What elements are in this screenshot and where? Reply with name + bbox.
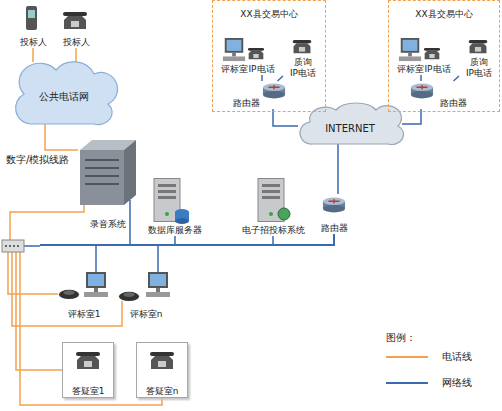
phone-wire xyxy=(12,252,122,326)
node-label: 投标人 xyxy=(20,37,47,48)
legend-line-sample xyxy=(386,382,428,384)
computer-symbol xyxy=(146,272,170,297)
switch-symbol xyxy=(2,240,24,252)
node-label: 质询 IP电话 xyxy=(459,57,499,79)
device-node: 路由器 xyxy=(409,81,467,109)
device-node: 质询 IP电话 xyxy=(459,37,499,79)
node-label: 评标室n xyxy=(130,309,163,320)
network-line xyxy=(337,144,339,194)
network-line xyxy=(454,76,460,81)
node-label: INTERNET xyxy=(325,123,375,135)
network-wire xyxy=(129,200,131,245)
switch-ports xyxy=(5,245,21,247)
network-wire xyxy=(272,236,274,245)
device-node: 公共电话网 xyxy=(15,62,113,124)
node-label: 公共电话网 xyxy=(39,91,89,103)
network-bus xyxy=(40,234,334,245)
globe-symbol xyxy=(278,208,290,220)
device-node: 投标人 xyxy=(56,2,96,48)
device-node: INTERNET xyxy=(298,106,402,144)
legend-line-sample xyxy=(386,356,428,358)
mobile-phone-screen xyxy=(28,10,35,18)
room-box: 答疑室n xyxy=(136,342,188,398)
node-label: 投标人 xyxy=(63,37,90,48)
edge-label: 数字/模拟线路 xyxy=(6,154,69,166)
network-wire xyxy=(174,236,176,245)
phone-wire xyxy=(16,252,62,370)
device-node: 录音系统 xyxy=(78,136,138,230)
zone-title: XX县交易中心 xyxy=(415,9,472,20)
zone-box: XX县交易中心评标室IP电话质询 IP电话路由器 xyxy=(212,0,326,112)
network-wire xyxy=(24,245,40,247)
ip-phone-symbol xyxy=(248,48,264,59)
legend-heading: 图例： xyxy=(386,332,416,344)
node-label: 路由器 xyxy=(321,223,348,234)
device-node: 评标室1 xyxy=(56,268,112,320)
cloud-shape xyxy=(16,62,118,125)
phone-line xyxy=(75,48,77,62)
node-label: 评标室IP电话 xyxy=(221,64,274,75)
room-box: 答疑室1 xyxy=(62,342,114,398)
router-symbol xyxy=(263,84,285,99)
computer-symbol xyxy=(399,38,421,61)
network-line xyxy=(261,75,263,81)
network-line xyxy=(420,75,422,81)
node-label: 路由器 xyxy=(233,98,260,109)
desk-phone-symbol xyxy=(76,352,100,369)
mobile-phone-symbol xyxy=(26,6,37,30)
node-label: 数据库服务器 xyxy=(148,225,202,236)
desk-phone-symbol xyxy=(63,12,87,29)
legend-text: 网络线 xyxy=(442,377,472,389)
network-line xyxy=(278,76,284,81)
database-cylinder xyxy=(175,218,189,224)
node-label: 评标室1 xyxy=(68,309,101,320)
legend-text: 电话线 xyxy=(442,351,472,363)
phone-wire xyxy=(20,252,162,405)
node-label: 答疑室n xyxy=(146,386,179,397)
device-front xyxy=(80,150,124,205)
device-node: 投标人 xyxy=(14,2,52,48)
device-node: 电子招投标系统 xyxy=(232,176,314,236)
phone-wire xyxy=(10,205,84,240)
node-label: 路由器 xyxy=(440,98,467,109)
device-node: 路由器 xyxy=(233,81,291,109)
desk-phone-symbol xyxy=(150,352,174,369)
phone-line xyxy=(32,48,34,62)
computer-symbol xyxy=(223,38,245,61)
device-node: 评标室IP电话 xyxy=(393,31,455,75)
ip-phone-symbol xyxy=(424,48,440,59)
zone-title: XX县交易中心 xyxy=(240,9,297,20)
zone-box: XX县交易中心评标室IP电话质询 IP电话路由器 xyxy=(388,0,500,112)
node-label: 答疑室1 xyxy=(72,386,105,397)
ip-phone-symbol xyxy=(293,40,311,53)
node-label: 录音系统 xyxy=(90,219,126,230)
node-label: 评标室IP电话 xyxy=(397,64,450,75)
network-wire xyxy=(157,245,159,272)
network-wire xyxy=(95,245,97,272)
conference-phone-symbol xyxy=(59,290,79,299)
device-node: 数据库服务器 xyxy=(140,176,210,236)
node-label: 电子招投标系统 xyxy=(242,225,305,236)
device-side xyxy=(124,140,136,205)
device-slots xyxy=(85,160,119,184)
ip-phone-symbol xyxy=(469,40,487,53)
device-node: 质询 IP电话 xyxy=(283,37,323,79)
device-node: 路由器 xyxy=(312,194,356,234)
device-node: 评标室IP电话 xyxy=(217,31,279,75)
node-label: 质询 IP电话 xyxy=(283,57,323,79)
device-node: 评标室n xyxy=(116,268,176,320)
computer-symbol xyxy=(84,272,108,297)
router-symbol xyxy=(411,84,433,99)
conference-phone-symbol xyxy=(119,292,139,301)
phone-line xyxy=(45,124,78,150)
router-symbol xyxy=(323,198,345,213)
